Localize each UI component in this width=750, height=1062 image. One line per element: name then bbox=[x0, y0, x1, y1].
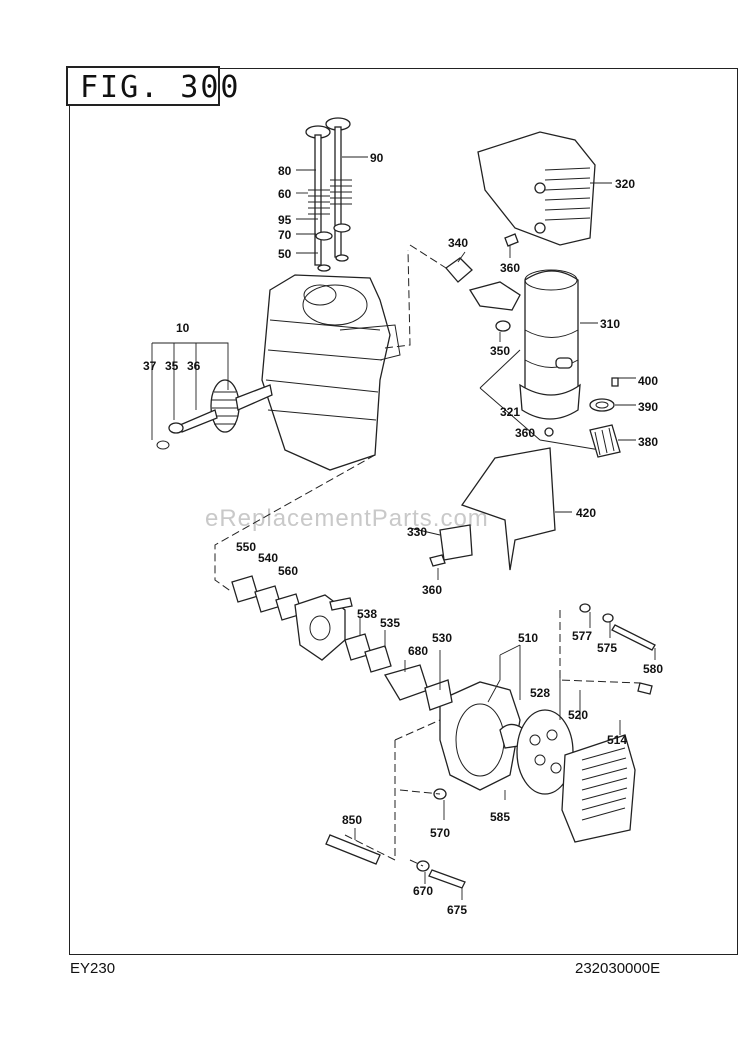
callout-360-upper: 360 bbox=[500, 261, 520, 275]
callout-310: 310 bbox=[600, 317, 620, 331]
muffler-assembly bbox=[445, 257, 601, 451]
callout-80: 80 bbox=[278, 164, 292, 178]
callout-540: 540 bbox=[258, 551, 278, 565]
callout-577: 577 bbox=[572, 629, 592, 643]
callout-580: 580 bbox=[643, 662, 663, 676]
figure-title-box bbox=[66, 66, 220, 106]
callout-10: 10 bbox=[176, 321, 190, 335]
valve-assembly bbox=[305, 117, 352, 272]
callout-675: 675 bbox=[447, 903, 467, 917]
callout-37: 37 bbox=[143, 359, 157, 373]
callout-330: 330 bbox=[407, 525, 427, 539]
watermark-text: eReplacementParts.com bbox=[205, 505, 489, 532]
callout-labels: 10 37 35 36 50 60 70 80 90 95 310 320 32… bbox=[143, 151, 663, 917]
callout-514: 514 bbox=[607, 733, 627, 747]
leader-lines bbox=[151, 156, 656, 900]
page-code-label: 232030000E bbox=[575, 960, 661, 977]
callout-360-middle: 360 bbox=[515, 426, 535, 440]
callout-70: 70 bbox=[278, 228, 292, 242]
model-label: EY230 bbox=[70, 960, 116, 977]
callout-321: 321 bbox=[500, 405, 520, 419]
air-cleaner-cover bbox=[477, 131, 596, 247]
callout-390: 390 bbox=[638, 400, 658, 414]
assembly-dashed-lines bbox=[214, 244, 641, 867]
diagram-frame bbox=[69, 68, 738, 955]
callout-670: 670 bbox=[413, 884, 433, 898]
callout-680: 680 bbox=[408, 644, 428, 658]
small-hardware bbox=[325, 603, 656, 889]
callout-95: 95 bbox=[278, 213, 292, 227]
callout-538: 538 bbox=[357, 607, 377, 621]
callout-380: 380 bbox=[638, 435, 658, 449]
callout-60: 60 bbox=[278, 187, 292, 201]
callout-350: 350 bbox=[490, 344, 510, 358]
callout-360-lower: 360 bbox=[422, 583, 442, 597]
callout-90: 90 bbox=[370, 151, 384, 165]
callout-850: 850 bbox=[342, 813, 362, 827]
figure-title: FIG. 300 bbox=[80, 70, 241, 105]
callout-528: 528 bbox=[530, 686, 550, 700]
callout-530: 530 bbox=[432, 631, 452, 645]
camshaft-assembly bbox=[156, 379, 273, 450]
callout-550: 550 bbox=[236, 540, 256, 554]
carburetor-assembly bbox=[231, 575, 429, 701]
callout-560: 560 bbox=[278, 564, 298, 578]
cylinder-block bbox=[261, 249, 411, 471]
baffle-plate bbox=[429, 447, 556, 571]
callout-50: 50 bbox=[278, 247, 292, 261]
callout-575: 575 bbox=[597, 641, 617, 655]
callout-340: 340 bbox=[448, 236, 468, 250]
callout-585: 585 bbox=[490, 810, 510, 824]
spark-arrester-parts bbox=[589, 377, 621, 458]
callout-510: 510 bbox=[518, 631, 538, 645]
callout-570: 570 bbox=[430, 826, 450, 840]
callout-36: 36 bbox=[187, 359, 201, 373]
air-cleaner-case bbox=[424, 679, 636, 843]
callout-535: 535 bbox=[380, 616, 400, 630]
callout-320: 320 bbox=[615, 177, 635, 191]
callout-520: 520 bbox=[568, 708, 588, 722]
callout-400: 400 bbox=[638, 374, 658, 388]
callout-420: 420 bbox=[576, 506, 596, 520]
callout-35: 35 bbox=[165, 359, 179, 373]
